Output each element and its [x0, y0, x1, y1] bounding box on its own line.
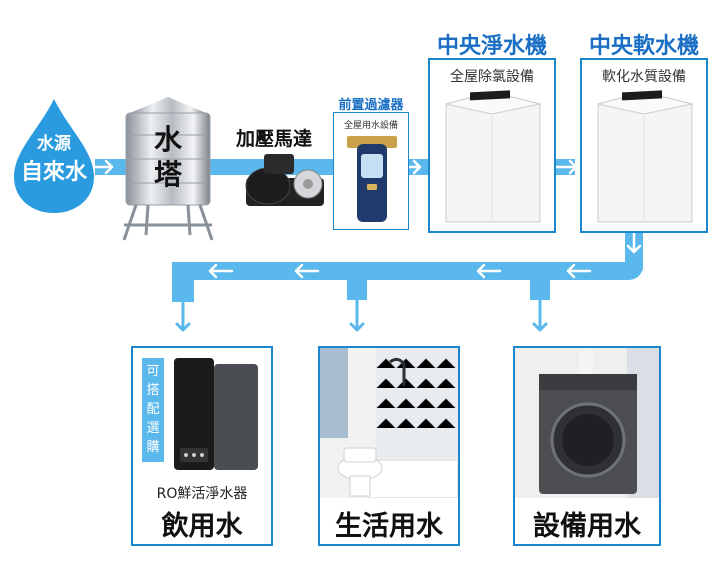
prefilter-title: 前置過濾器: [338, 98, 404, 113]
ro-purifier-icon: [174, 358, 258, 470]
pump-label: 加壓馬達: [236, 128, 313, 150]
water-tank-icon: [122, 97, 214, 241]
arrow-left-2: [476, 263, 502, 279]
pipe-drop-middle: [347, 275, 367, 300]
arrow-left-4: [208, 263, 234, 279]
source-line1: 水源: [37, 134, 71, 154]
softener-caption: 軟化水質設備: [602, 69, 686, 85]
arrow-left-1: [566, 263, 592, 279]
water-drop-icon: [14, 99, 94, 213]
drinking-badge: 可搭配選購: [146, 364, 160, 455]
tank-line1: 水: [153, 123, 182, 156]
arrow-right-1: [88, 159, 114, 175]
purifier-caption: 全屋除氯設備: [450, 69, 534, 85]
source-line2: 自來水: [20, 160, 87, 185]
prefilter-caption: 全屋用水設備: [343, 121, 398, 131]
arrow-down-softener: [626, 230, 642, 254]
pipe-horizontal-bottom: [172, 262, 643, 280]
arrow-down-middle: [349, 298, 365, 332]
equipment-title: 設備用水: [533, 511, 641, 542]
pump-icon: [245, 154, 324, 206]
purifier-title: 中央淨水機: [436, 34, 547, 59]
softener-title: 中央軟水機: [588, 34, 699, 59]
bathroom-icon: [320, 348, 458, 498]
pipe-left-corner: [172, 262, 194, 302]
drinking-badge-bg: [142, 358, 164, 462]
arrow-down-left: [175, 298, 191, 332]
arrow-left-3: [294, 263, 320, 279]
purifier-unit-icon: [445, 90, 541, 223]
drinking-title: 飲用水: [161, 511, 243, 542]
arrow-down-right: [532, 298, 548, 332]
living-title: 生活用水: [335, 511, 443, 542]
softener-unit-icon: [597, 90, 693, 223]
drinking-device: RO鮮活淨水器: [156, 486, 248, 502]
washing-machine-icon: [515, 348, 659, 498]
tank-line2: 塔: [153, 158, 182, 191]
prefilter-icon: [347, 136, 397, 222]
pipe-drop-right: [530, 275, 550, 300]
arrow-right-3: [554, 159, 578, 175]
